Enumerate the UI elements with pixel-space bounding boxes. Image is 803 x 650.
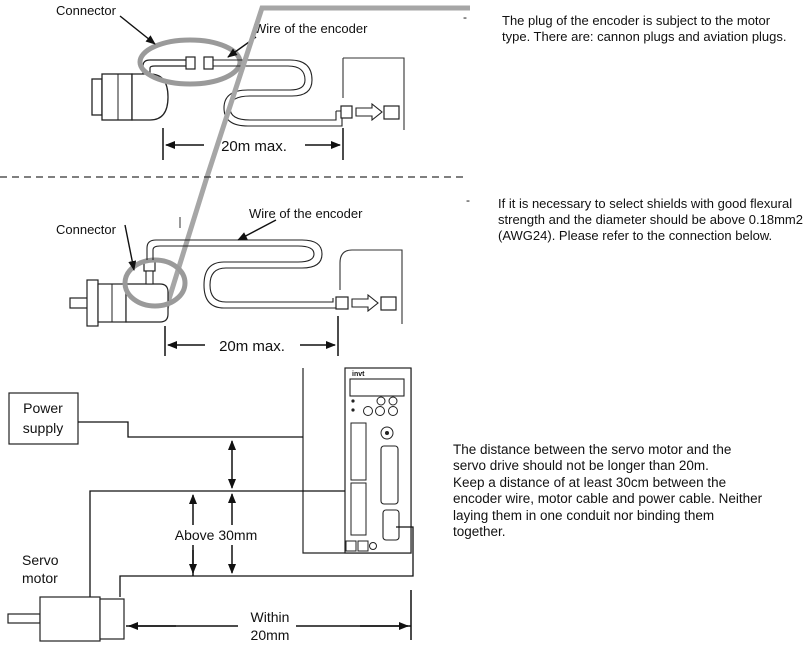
spacing-label: Above 30mm [175,527,257,543]
power-supply-label-line2: supply [23,420,63,436]
diagram-encoder-aviation-plug: 20m max. Connector Wire of the encoder [56,206,403,356]
servo-motor-icon [69,279,169,327]
plug-type-note: The plug of the encoder is subject to th… [502,13,787,44]
diagram-cable-separation: Power supply invt [7,367,414,645]
motor-cable [119,526,414,597]
bullet-marker: - [463,10,467,24]
connector-label: Connector [56,222,117,237]
connector-icon [185,56,214,70]
servo-drive-outline [339,249,403,324]
drive-display [349,378,405,397]
within-label-line1: Within [251,609,290,625]
shield-note: If it is necessary to select shields wit… [498,196,803,243]
distance-note-2: Keep a distance of at least 30cm between… [453,474,763,540]
distance-notes: The distance between the servo motor and… [453,442,763,540]
distance-label: 20m max. [219,338,285,355]
encoder-wire-label: Wire of the encoder [254,21,368,36]
connector-highlight [137,37,243,87]
encoder-cable [146,239,334,303]
servo-motor-label-line2: motor [22,570,58,586]
encoder-wire-label: Wire of the encoder [249,206,363,221]
encoder-cable [213,59,337,121]
power-supply-label-line1: Power [23,400,63,416]
connector-label: Connector [56,3,117,18]
drive-brand-label: invt [352,371,365,378]
distance-label: 20m max. [221,138,287,155]
diagram-encoder-cannon-plug: 20m max. Connector Wire of the encoder [56,3,405,160]
distance-note-1: The distance between the servo motor and… [453,442,732,474]
power-cable [78,421,303,438]
drive-connector-icon [340,102,400,122]
servo-motor-label-line1: Servo [22,552,59,568]
drive-connector-icon [335,293,397,313]
servo-motor-icon [91,73,169,121]
servo-drive-outline [343,57,405,130]
connector-highlight [122,257,188,309]
bullet-marker: - [466,193,470,207]
within-label-line2: 20mm [251,627,290,643]
power-supply-box [8,392,79,445]
servo-motor-icon [7,596,125,642]
encoder-wire [89,490,345,597]
servo-drive-icon: invt [302,367,412,554]
